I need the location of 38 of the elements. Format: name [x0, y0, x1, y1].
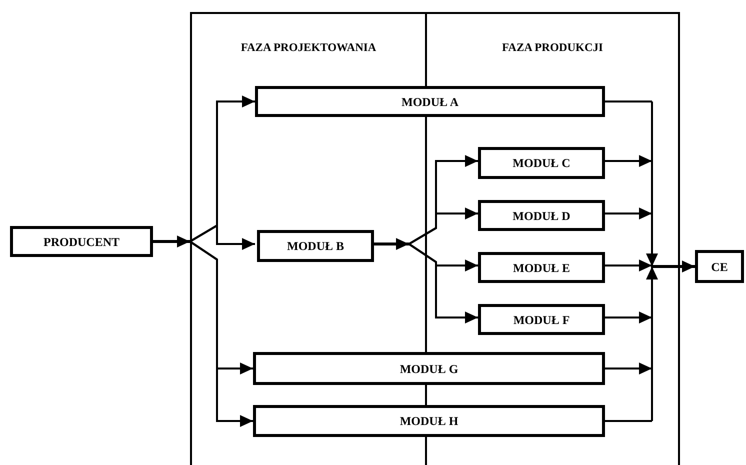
column-heading: FAZA PRODUKCJI	[502, 41, 604, 56]
box-label: CE	[711, 258, 728, 276]
arrow	[605, 312, 652, 324]
arrow	[605, 208, 652, 220]
module-box	[695, 250, 744, 283]
module-box	[478, 200, 605, 231]
module-box	[478, 252, 605, 283]
box-label: MODUŁ E	[513, 260, 570, 276]
box-label: MODUŁ H	[400, 413, 458, 430]
arrow	[605, 260, 652, 272]
column-heading: FAZA PROJEKTOWANIA	[240, 41, 376, 56]
branch-arrow	[189, 240, 253, 427]
module-box	[253, 352, 605, 385]
connector-line	[605, 100, 652, 102]
split-arrow	[372, 238, 409, 250]
box-label: MODUŁ A	[402, 94, 458, 110]
box-label: MODUŁ B	[287, 238, 344, 255]
module-box	[478, 147, 605, 179]
arrow	[605, 155, 652, 167]
branch-arrow	[189, 224, 255, 250]
module-box	[253, 405, 605, 437]
branch-arrow	[408, 243, 478, 324]
bus-arrow	[646, 266, 658, 421]
branch-arrow	[408, 208, 478, 245]
split-arrow	[153, 236, 190, 248]
bus-arrow	[646, 102, 658, 266]
module-box	[478, 304, 605, 335]
box-label: MODUŁ G	[400, 360, 458, 378]
box-label: PRODUCENT	[43, 234, 120, 250]
arrow	[605, 362, 652, 374]
module-box	[257, 230, 374, 262]
box-label: MODUŁ C	[512, 155, 570, 172]
merge-arrow	[652, 260, 695, 272]
box-label: MODUŁ F	[513, 312, 570, 328]
connector-line	[605, 420, 652, 422]
box-label: MODUŁ D	[512, 208, 570, 224]
module-box	[255, 86, 605, 117]
module-box	[10, 226, 153, 257]
